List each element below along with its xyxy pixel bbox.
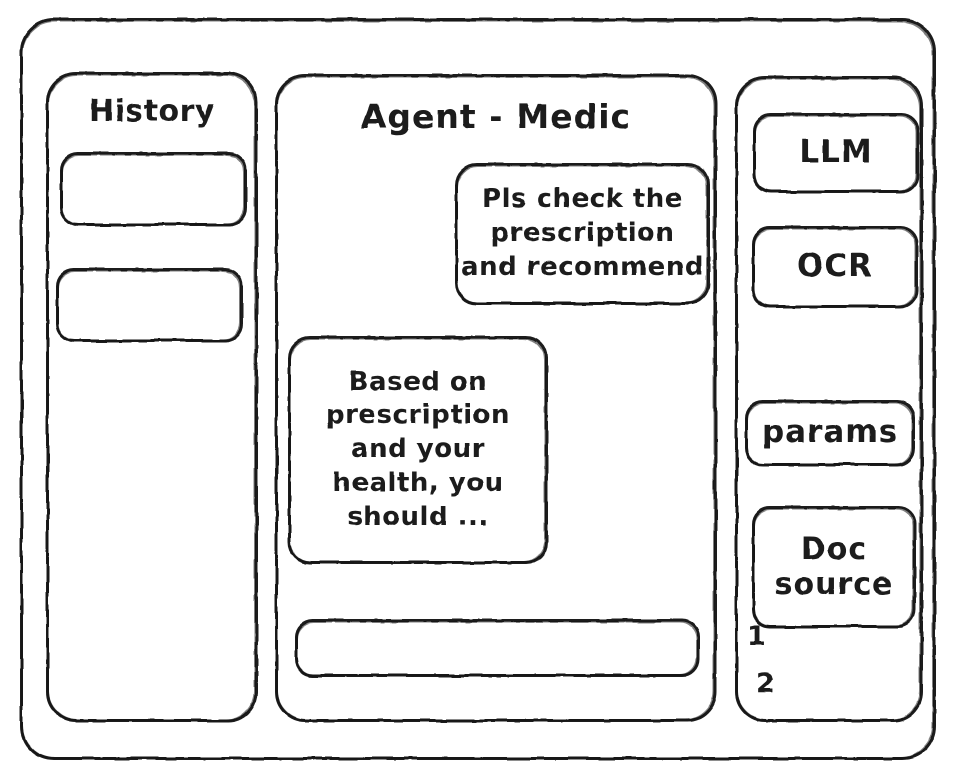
conversation-panel — [275, 74, 717, 722]
app-window-frame — [20, 18, 936, 760]
message-input[interactable] — [295, 619, 700, 677]
history-panel — [46, 72, 258, 722]
tools-panel — [735, 76, 923, 722]
history-panel-title: History — [88, 94, 216, 129]
agent-message-text: Based on prescription and your health, y… — [325, 366, 510, 532]
message-input-value — [295, 619, 700, 677]
tool-chip-llm[interactable] — [753, 113, 919, 193]
tool-chip-ocr[interactable] — [752, 226, 918, 308]
doc-source-item-2[interactable]: 2 — [756, 668, 776, 699]
conversation-title: Agent - Medic — [360, 97, 632, 136]
tool-chip-doc-source[interactable] — [752, 506, 916, 628]
tool-chip-ocr-label: OCR — [797, 248, 873, 285]
doc-source-item-1[interactable]: 1 — [747, 621, 767, 652]
user-message-bubble — [455, 163, 710, 305]
user-message-text: Pls check the prescription and recommend — [461, 184, 704, 282]
tool-chip-doc-source-label: Doc source — [774, 531, 894, 602]
tool-chip-params-label: params — [761, 414, 899, 451]
tool-chip-params[interactable] — [745, 400, 915, 466]
agent-message-bubble — [288, 336, 548, 564]
history-item-1[interactable] — [60, 152, 247, 226]
tool-chip-llm-label: LLM — [799, 134, 873, 171]
history-item-2[interactable] — [56, 268, 243, 342]
